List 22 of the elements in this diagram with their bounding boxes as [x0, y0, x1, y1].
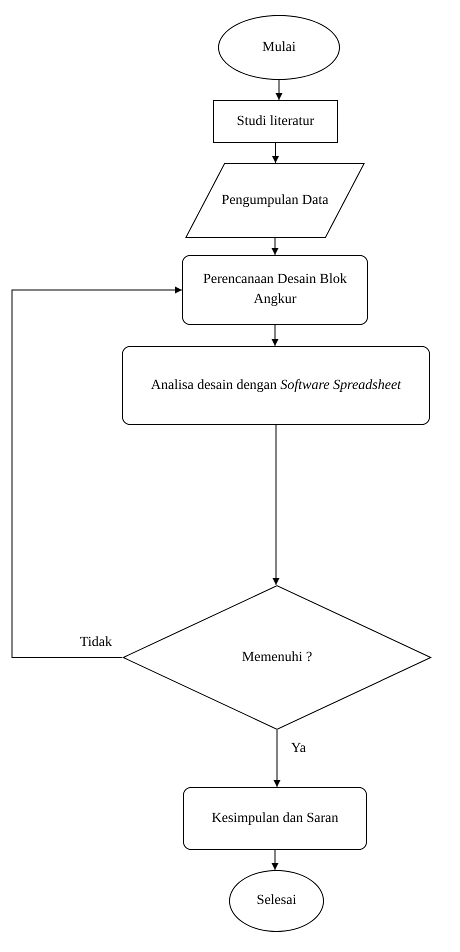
decision-diamond	[122, 585, 432, 730]
process-box	[122, 346, 430, 425]
process-box	[182, 255, 368, 325]
node-text: Studi literatur	[236, 112, 314, 131]
arrow	[272, 850, 278, 870]
data-parallelogram	[185, 163, 365, 238]
node-text: Pengumpulan Data	[222, 192, 328, 210]
arrow	[272, 424, 280, 586]
arrow	[272, 142, 279, 164]
node-text: Memenuhi ?	[242, 648, 312, 667]
arrow	[274, 730, 280, 788]
arrow	[272, 238, 278, 256]
node-text: Perencanaan Desain Blok Angkur	[202, 271, 348, 309]
arrow	[12, 286, 182, 658]
arrow	[272, 324, 278, 346]
node-text: Kesimpulan dan Saran	[212, 810, 338, 828]
arrow	[276, 80, 282, 100]
node-text: Selesai	[256, 892, 296, 910]
node-text: Mulai	[262, 38, 296, 57]
process-box	[213, 100, 338, 143]
process-box	[183, 787, 367, 850]
node-text: Analisa desain dengan Software Spreadsheet	[150, 376, 402, 395]
